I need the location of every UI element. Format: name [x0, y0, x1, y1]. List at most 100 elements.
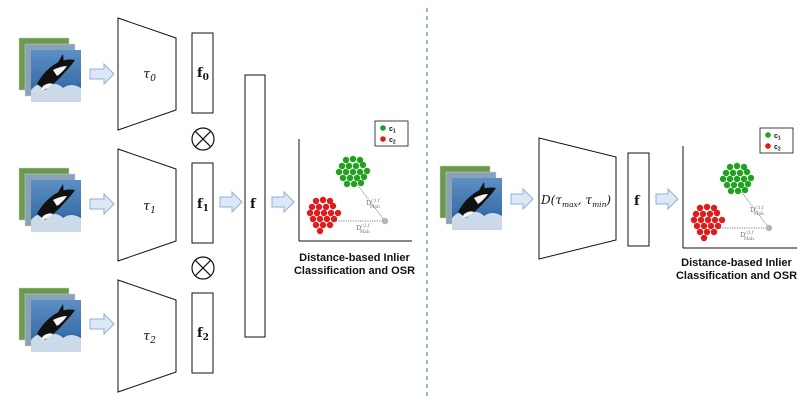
caption-right-line1: Distance-based Inlier	[681, 257, 792, 269]
input-image-stack-0	[18, 37, 81, 102]
cluster-point	[323, 215, 331, 223]
feature-vector-right	[627, 152, 650, 247]
cluster-point	[696, 228, 704, 236]
cluster-point	[711, 216, 719, 224]
cluster-c1	[335, 155, 371, 188]
arrow-icon	[89, 192, 115, 216]
legend-label-c1: c1	[389, 126, 396, 135]
transform-label-0: τ0	[143, 67, 156, 84]
cluster-point	[703, 203, 711, 211]
cluster-point	[342, 168, 350, 176]
legend-marker-c1	[765, 132, 771, 138]
arrow-icon	[89, 62, 115, 86]
cluster-point	[730, 181, 738, 189]
cluster-point	[356, 168, 364, 176]
cluster-point	[330, 215, 338, 223]
cluster-point	[360, 173, 368, 181]
cluster-point	[357, 179, 365, 187]
cluster-point	[744, 180, 752, 188]
cluster-point	[327, 209, 335, 217]
cluster-point	[733, 175, 741, 183]
legend-label-c2: c2	[774, 144, 781, 153]
cluster-point	[741, 186, 749, 194]
cluster-point	[335, 168, 343, 176]
cluster-point	[723, 181, 731, 189]
cluster-point	[339, 174, 347, 182]
legend-label-c2: c2	[389, 137, 396, 146]
cluster-point	[743, 168, 751, 176]
cluster-c1	[719, 162, 755, 195]
test-point	[765, 224, 773, 232]
transform-label-right: D(τmax, τmin)	[540, 193, 611, 209]
cluster-point	[699, 210, 707, 218]
cluster-point	[747, 174, 755, 182]
legend-marker-c1	[380, 125, 386, 131]
cluster-point	[703, 228, 711, 236]
cluster-point	[312, 221, 320, 229]
cluster-point	[345, 162, 353, 170]
cluster-point	[704, 216, 712, 224]
input-image-stack-2	[18, 287, 81, 352]
cluster-point	[718, 216, 726, 224]
cluster-point	[710, 228, 718, 236]
transform-block-right	[538, 137, 617, 260]
cluster-point	[700, 222, 708, 230]
arrow-icon	[655, 187, 679, 211]
arrow-icon	[89, 312, 115, 336]
feature-vector-0	[191, 32, 214, 114]
cluster-point	[320, 209, 328, 217]
legend-marker-c2	[765, 143, 771, 149]
cluster-point	[707, 222, 715, 230]
cluster-point	[326, 197, 334, 205]
cluster-point	[352, 162, 360, 170]
cluster-point	[309, 215, 317, 223]
cluster-point	[736, 169, 744, 177]
cluster-point	[740, 163, 748, 171]
cluster-point	[710, 204, 718, 212]
cluster-point	[714, 222, 722, 230]
cluster-point	[734, 187, 742, 195]
input-image-stack-right	[439, 165, 502, 230]
cluster-point	[696, 204, 704, 212]
cluster-point	[706, 210, 714, 218]
cluster-point	[729, 169, 737, 177]
feature-label-right: f	[634, 194, 641, 209]
cluster-point	[350, 180, 358, 188]
feature-label-0: f0	[197, 66, 209, 83]
cluster-point	[316, 215, 324, 223]
caption-left-line2: Classification and OSR	[293, 265, 416, 277]
cluster-point	[308, 203, 316, 211]
cluster-point	[315, 203, 323, 211]
legend-box	[759, 127, 794, 154]
transform-block-0	[117, 17, 177, 131]
cluster-point	[316, 227, 324, 235]
arrow-icon	[219, 190, 243, 214]
cluster-point	[349, 168, 357, 176]
arrow-icon	[510, 187, 534, 211]
test-point	[381, 217, 389, 225]
combined-feature-vector	[244, 74, 266, 338]
cluster-point	[346, 174, 354, 182]
tensor-product-icon	[191, 127, 215, 151]
cluster-point	[722, 169, 730, 177]
combined-feature-label: f	[250, 197, 257, 212]
cluster-point	[312, 197, 320, 205]
cluster-point	[349, 155, 357, 163]
cluster-point	[326, 221, 334, 229]
transform-block-1	[117, 148, 177, 262]
cluster-point	[322, 203, 330, 211]
cluster-point	[700, 234, 708, 242]
transform-label-2: τ2	[143, 329, 156, 346]
legend-marker-c2	[380, 136, 386, 142]
feature-label-2: f2	[197, 326, 209, 343]
cluster-point	[338, 162, 346, 170]
cluster-point	[342, 156, 350, 164]
input-image-stack-1	[18, 167, 81, 232]
cluster-point	[733, 162, 741, 170]
caption-left-line1: Distance-based Inlier	[299, 252, 410, 264]
